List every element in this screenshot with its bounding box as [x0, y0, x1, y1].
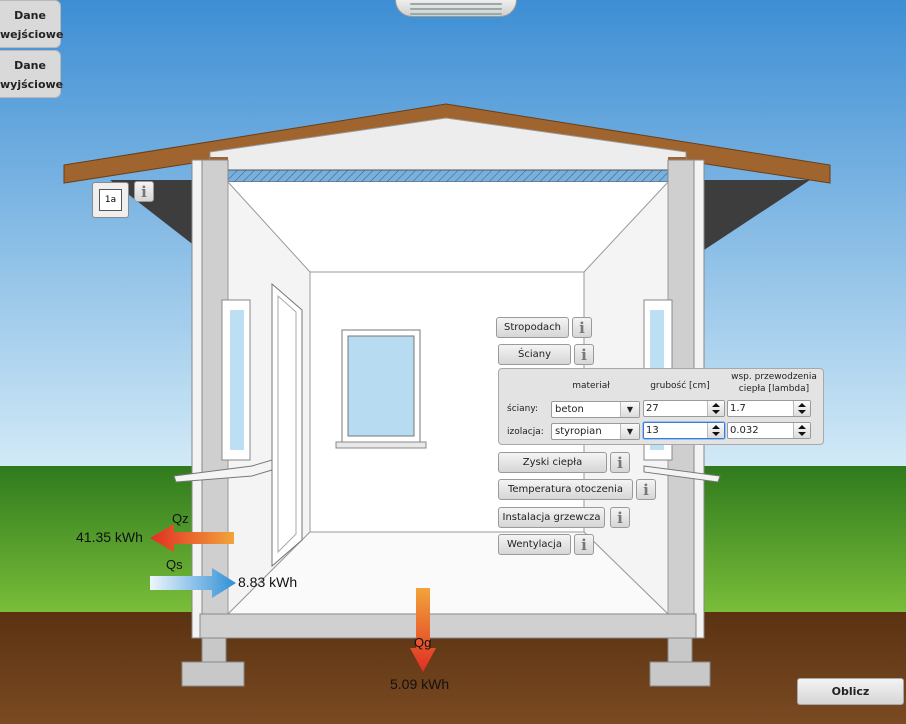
insulation-material-value: styropian — [555, 426, 602, 437]
temperatura-otoczenia-info-icon[interactable]: i — [636, 479, 656, 500]
zyski-ciepla-button[interactable]: Zyski ciepła — [498, 452, 607, 473]
view-selector-button[interactable]: 1a — [92, 182, 129, 218]
sciany-button[interactable]: Ściany — [498, 344, 571, 365]
insulation-lambda-spinner[interactable]: 0.032 — [727, 422, 811, 439]
spinner-arrows-icon[interactable] — [707, 423, 724, 438]
insulation-row-label: izolacja: — [507, 427, 544, 437]
qs-arrow — [150, 568, 236, 598]
stropodach-button[interactable]: Stropodach — [496, 317, 569, 338]
qg-arrow — [410, 588, 436, 672]
door — [271, 282, 303, 568]
walls-lambda-value: 1.7 — [730, 403, 746, 414]
stropodach-info-icon[interactable]: i — [572, 317, 592, 338]
qs-value: 8.83 kWh — [238, 574, 298, 590]
zyski-ciepla-info-icon[interactable]: i — [610, 452, 630, 473]
input-data-tab[interactable]: Dane wejściowe — [0, 0, 63, 48]
qz-arrow — [150, 524, 234, 552]
col-lambda-header-1: wsp. przewodzenia — [731, 372, 817, 382]
insulation-material-select[interactable]: styropian ▼ — [551, 423, 640, 440]
walls-lambda-spinner[interactable]: 1.7 — [727, 400, 811, 417]
dropdown-arrow-icon: ▼ — [620, 402, 639, 417]
sciany-info-icon[interactable]: i — [574, 344, 594, 365]
qz-value: 41.35 kWh — [76, 529, 143, 545]
calculate-button[interactable]: Oblicz — [797, 678, 904, 705]
spinner-arrows-icon[interactable] — [793, 401, 810, 416]
instalacja-grzewcza-button[interactable]: Instalacja grzewcza — [498, 507, 605, 528]
walls-panel: materiał grubość [cm] wsp. przewodzenia … — [498, 368, 824, 445]
walls-row-label: ściany: — [507, 404, 539, 414]
instalacja-grzewcza-info-icon[interactable]: i — [610, 507, 630, 528]
insulation-lambda-value: 0.032 — [730, 425, 759, 436]
floor-slab — [199, 613, 697, 639]
output-data-tab[interactable]: Dane wyjściowe — [0, 50, 63, 98]
temperatura-otoczenia-button[interactable]: Temperatura otoczenia — [498, 479, 633, 500]
walls-thickness-value: 27 — [646, 403, 659, 414]
spinner-arrows-icon[interactable] — [793, 423, 810, 438]
qs-label: Qs — [166, 557, 183, 572]
walls-material-value: beton — [555, 404, 584, 415]
qg-label: Qg — [414, 635, 432, 650]
col-material-header: materiał — [572, 381, 610, 391]
insulation-thickness-spinner[interactable]: 13 — [643, 422, 725, 439]
col-lambda-header-2: ciepła [lambda] — [738, 384, 810, 394]
view-info-icon[interactable]: i — [134, 181, 154, 202]
spinner-arrows-icon[interactable] — [707, 401, 724, 416]
qz-label: Qz — [172, 511, 189, 526]
insulation-thickness-value: 13 — [646, 425, 659, 436]
wentylacja-button[interactable]: Wentylacja — [498, 534, 571, 555]
walls-material-select[interactable]: beton ▼ — [551, 401, 640, 418]
qg-value: 5.09 kWh — [390, 676, 450, 692]
walls-thickness-spinner[interactable]: 27 — [643, 400, 725, 417]
ceiling-insulation — [221, 169, 671, 183]
wentylacja-info-icon[interactable]: i — [574, 534, 594, 555]
dropdown-arrow-icon: ▼ — [620, 424, 639, 439]
view-selector-label: 1a — [99, 189, 122, 211]
ceiling-vent — [395, 0, 517, 17]
col-thickness-header: grubość [cm] — [650, 381, 710, 391]
